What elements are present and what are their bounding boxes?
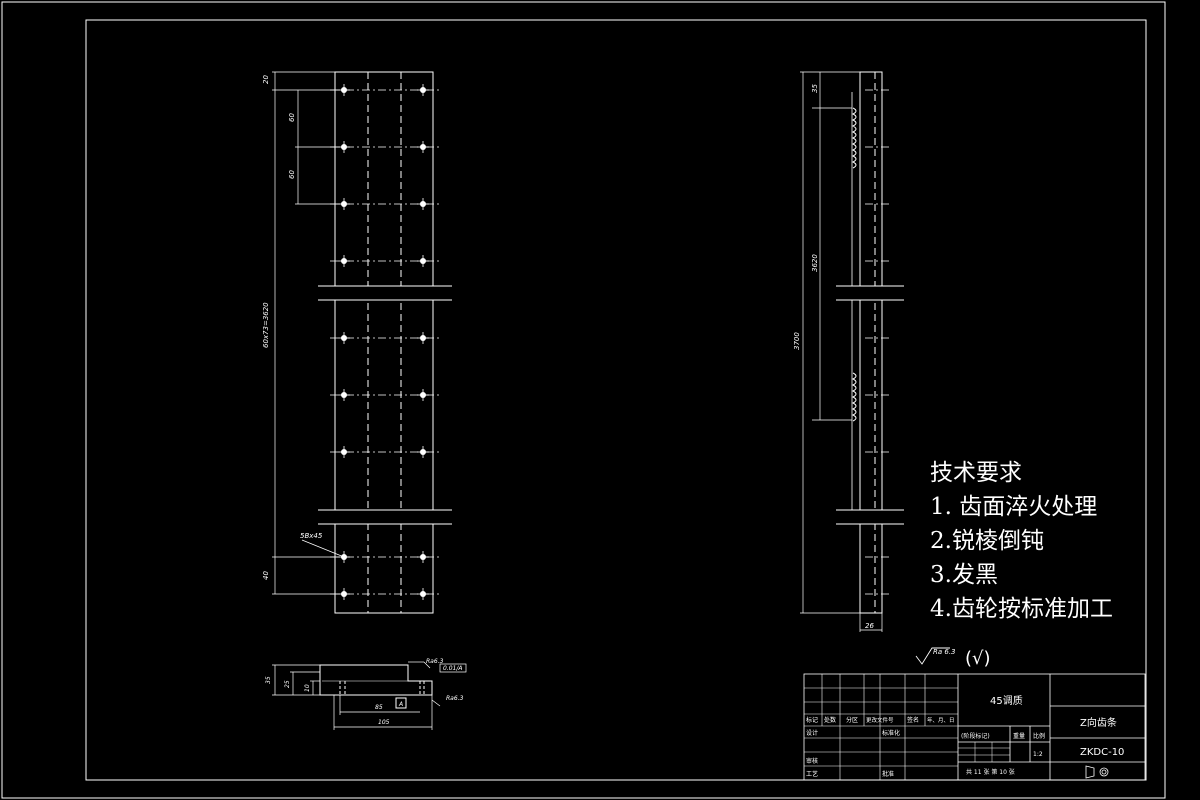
teeth-top <box>851 107 857 169</box>
tech-item-4: 4.齿轮按标准加工 <box>930 596 1113 622</box>
teeth-bottom <box>851 372 857 422</box>
dim-tooth-start: 35 <box>811 84 819 93</box>
dim-top-offset: 20 <box>262 75 270 84</box>
projection-symbol-icon <box>1085 765 1109 779</box>
right-view: 35 3620 3700 26 <box>793 71 906 632</box>
hdr-doc-no: 更改文件号 <box>866 716 894 724</box>
reviewer-label: 审核 <box>806 757 818 765</box>
roughness-label-1: Ra6.3 <box>426 658 444 665</box>
left-view: 20 60 60 60x73=3620 5Bx45 40 <box>262 71 452 614</box>
approve-label: 批准 <box>882 770 894 778</box>
drawing-title: Z向齿条 <box>1080 716 1117 729</box>
hdr-mark: 标记 <box>806 716 818 724</box>
surface-finish-paren: (√) <box>965 648 991 669</box>
scale-header: 比例 <box>1033 732 1045 740</box>
dim-tooth-length: 3620 <box>811 254 819 272</box>
hdr-zone: 分区 <box>846 716 858 724</box>
section-view: 35 25 10 85 105 Ra6.3 Ra6.3 0.01/A A <box>265 658 467 730</box>
datum-box <box>395 697 407 709</box>
surface-finish: Ra 6.3 (√) <box>915 647 991 669</box>
dim-pitch-1: 60 <box>288 113 296 122</box>
rack-outline <box>334 71 434 614</box>
roughness-label-2: Ra6.3 <box>446 695 464 702</box>
hdr-date: 年、月、日 <box>927 716 955 724</box>
standard-label: 标准化 <box>882 729 900 737</box>
designer-label: 设计 <box>806 729 818 737</box>
hdr-sign: 签名 <box>907 716 919 724</box>
inner-border <box>85 19 1147 781</box>
technical-requirements: 技术要求 1. 齿面淬火处理 2.锐棱倒钝 3.发黑 4.齿轮按标准加工 <box>930 456 1113 626</box>
gdt-label: 0.01/A <box>443 665 463 672</box>
tech-item-1: 1. 齿面淬火处理 <box>930 494 1098 520</box>
dim-total-length: 3700 <box>793 332 801 350</box>
rack-side-outline <box>859 71 883 614</box>
scale-value: 1:2 <box>1033 751 1043 758</box>
dim-total-holes: 60x73=3620 <box>262 302 270 348</box>
material-text: 45调质 <box>990 695 1023 707</box>
section-dim-width: 105 <box>378 719 390 726</box>
stage-mark-label: (阶段标记) <box>961 732 990 740</box>
section-dim-tooth-width: 85 <box>375 704 383 711</box>
tech-title: 技术要求 <box>930 460 1022 486</box>
hdr-count: 处数 <box>824 716 836 724</box>
dim-chamfer: 5Bx45 <box>300 532 323 540</box>
tech-item-2: 2.锐棱倒钝 <box>930 528 1044 554</box>
dim-thickness: 26 <box>865 622 874 630</box>
title-block: 45调质 Z向齿条 ZKDC-10 标记 处数 分区 更改文件号 签名 年、月、… <box>803 673 1146 781</box>
datum-label: A <box>398 701 403 708</box>
surface-finish-text: Ra 6.3 <box>933 648 956 656</box>
section-dim-step: 25 <box>284 680 291 688</box>
section-dim-height: 35 <box>265 676 272 684</box>
section-dim-base: 10 <box>304 684 311 692</box>
outer-border <box>1 1 1166 799</box>
gdt-frame <box>439 663 467 673</box>
dim-pitch-2: 60 <box>288 170 296 179</box>
drawing-number: ZKDC-10 <box>1080 747 1124 758</box>
sheet-count: 共 11 张 第 10 张 <box>966 768 1015 776</box>
weight-header: 重量 <box>1013 732 1025 740</box>
process-label: 工艺 <box>806 770 818 778</box>
tech-item-3: 3.发黑 <box>930 562 998 588</box>
dim-bottom-offset: 40 <box>262 571 270 580</box>
